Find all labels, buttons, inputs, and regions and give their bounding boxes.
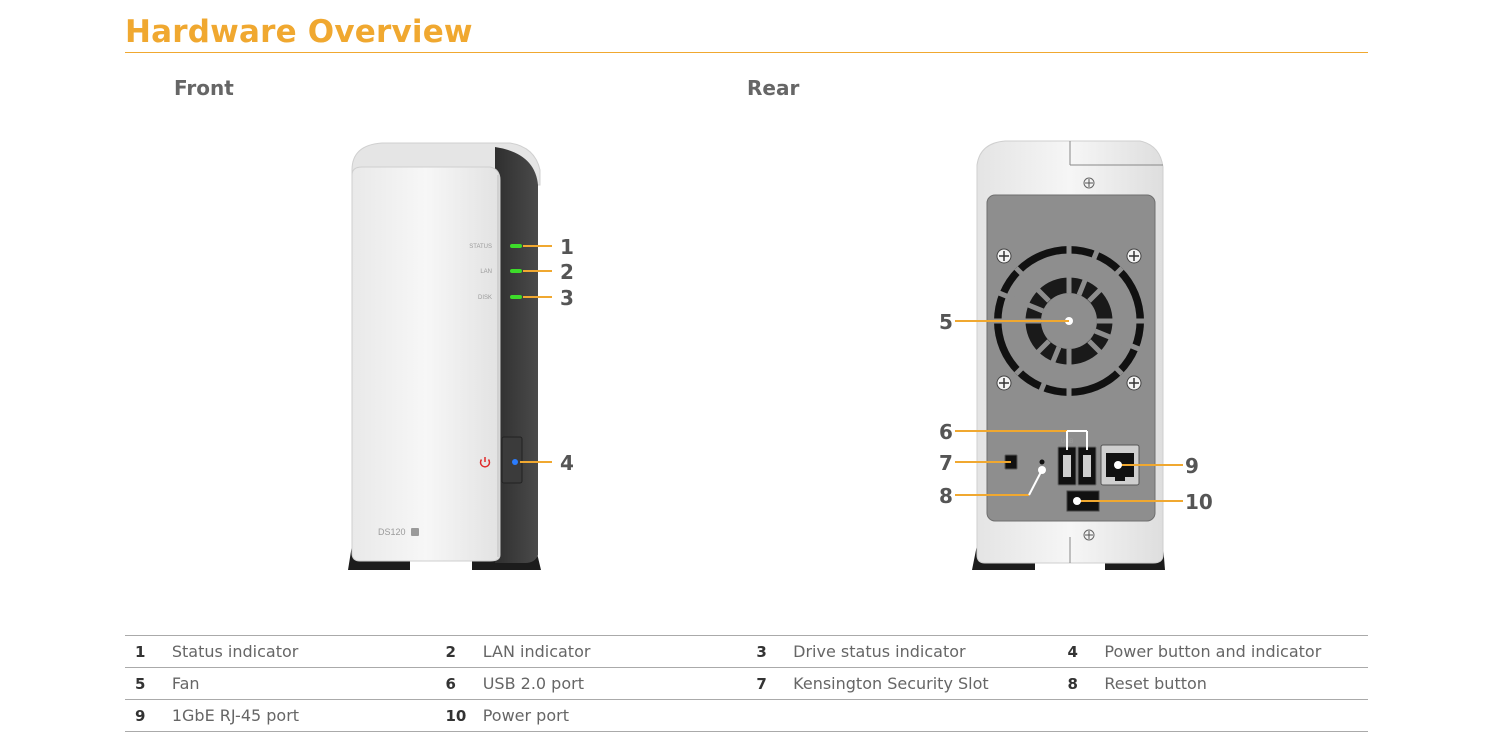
legend-num <box>746 699 794 732</box>
page-title: Hardware Overview <box>125 14 473 50</box>
legend-num: 8 <box>1057 667 1105 700</box>
front-view-illustration: STATUS LAN DISK DS120 1 2 3 4 <box>330 125 600 575</box>
legend-label <box>793 699 1058 732</box>
callout-9: 9 <box>1185 454 1199 478</box>
rear-view-label: Rear <box>747 76 800 100</box>
lan-led <box>510 269 522 273</box>
model-suffix-badge <box>411 528 419 536</box>
callout-1: 1 <box>560 235 574 259</box>
legend-num: 10 <box>435 699 483 732</box>
legend-num: 9 <box>125 699 172 732</box>
title-divider <box>125 52 1368 53</box>
status-led <box>510 244 522 248</box>
legend-label: Fan <box>171 667 436 700</box>
callout-2: 2 <box>560 260 574 284</box>
legend-label: Kensington Security Slot <box>793 667 1058 700</box>
legend-num: 2 <box>435 635 483 668</box>
legend-label: Status indicator <box>171 635 436 668</box>
status-led-label: STATUS <box>469 244 492 250</box>
legend-row: 9 1GbE RJ-45 port 10 Power port <box>125 699 1368 732</box>
disk-led-label: DISK <box>478 295 492 301</box>
callout-4: 4 <box>560 451 574 475</box>
legend-num: 1 <box>125 635 172 668</box>
legend-label: 1GbE RJ-45 port <box>171 699 436 732</box>
legend-num <box>1057 699 1105 732</box>
screw-top <box>1083 177 1095 189</box>
side-panel <box>495 147 538 563</box>
disk-led <box>510 295 522 299</box>
legend-num: 3 <box>746 635 794 668</box>
callout-7: 7 <box>939 451 953 475</box>
power-button <box>501 436 523 484</box>
fan-screw-tr <box>1126 248 1142 264</box>
legend-num: 6 <box>435 667 483 700</box>
fan-screw-tl <box>996 248 1012 264</box>
legend-table: 1 Status indicator 2 LAN indicator 3 Dri… <box>125 635 1368 732</box>
legend-num: 5 <box>125 667 172 700</box>
legend-row: 5 Fan 6 USB 2.0 port 7 Kensington Securi… <box>125 667 1368 700</box>
callout-3: 3 <box>560 286 574 310</box>
callout-6: 6 <box>939 420 953 444</box>
screw-bottom <box>1083 529 1095 541</box>
legend-num: 4 <box>1057 635 1105 668</box>
reset-button <box>1039 459 1045 465</box>
legend-label: Drive status indicator <box>793 635 1058 668</box>
front-panel <box>351 166 501 562</box>
callout-5: 5 <box>939 310 953 334</box>
fan-screw-bl <box>996 375 1012 391</box>
legend-label: Power button and indicator <box>1104 635 1368 668</box>
legend-label: USB 2.0 port <box>482 667 747 700</box>
lan-led-label: LAN <box>480 269 492 275</box>
callout-8: 8 <box>939 484 953 508</box>
legend-row: 1 Status indicator 2 LAN indicator 3 Dri… <box>125 635 1368 668</box>
power-icon <box>479 457 491 468</box>
power-led <box>512 459 518 465</box>
fan-screw-br <box>1126 375 1142 391</box>
legend-label <box>1104 699 1368 732</box>
legend-label: LAN indicator <box>482 635 747 668</box>
legend-label: Power port <box>482 699 747 732</box>
model-label: DS120 <box>378 527 406 537</box>
rear-view-illustration: USB 5 6 7 8 9 10 <box>925 125 1225 575</box>
callout-10: 10 <box>1185 490 1213 514</box>
legend-num: 7 <box>746 667 794 700</box>
front-view-label: Front <box>174 76 234 100</box>
legend-label: Reset button <box>1104 667 1368 700</box>
